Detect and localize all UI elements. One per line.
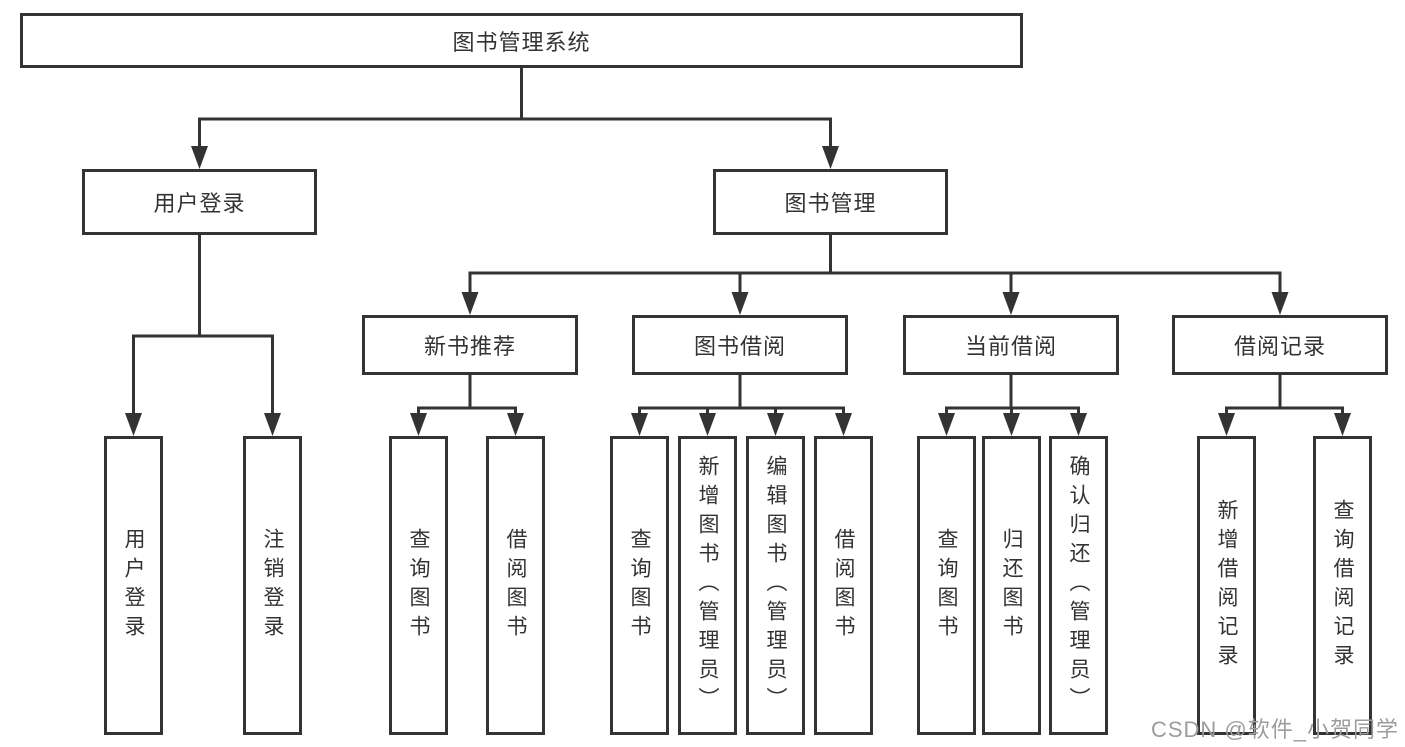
node-current-borrowing: 当前借阅 (903, 315, 1119, 375)
leaf-recommend-query-books: 查询图书 (389, 436, 448, 735)
node-new-book-recommendation: 新书推荐 (362, 315, 578, 375)
node-label: 图书管理 (784, 191, 877, 216)
leaf-label: 新增借阅记录 (1215, 498, 1238, 673)
leaf-label: 确认归还（管理员） (1067, 455, 1090, 716)
node-book-borrowing: 图书借阅 (632, 315, 848, 375)
node-label: 图书管理系统 (452, 29, 591, 55)
leaf-label: 编辑图书（管理员） (764, 455, 787, 716)
leaf-current-confirm-return-admin: 确认归还（管理员） (1049, 436, 1108, 735)
leaf-label: 用户登录 (122, 527, 145, 644)
node-borrowing-records: 借阅记录 (1172, 315, 1388, 375)
leaf-label: 查询图书 (628, 527, 651, 644)
leaf-current-return-books: 归还图书 (982, 436, 1041, 735)
leaf-user-login: 用户登录 (104, 436, 163, 735)
leaf-current-query-books: 查询图书 (917, 436, 976, 735)
leaf-label: 注销登录 (261, 527, 284, 644)
node-label: 用户登录 (153, 191, 246, 216)
leaf-label: 查询借阅记录 (1331, 498, 1354, 673)
node-book-management: 图书管理 (713, 169, 948, 235)
leaf-borrowing-borrow-books: 借阅图书 (814, 436, 873, 735)
leaf-label: 归还图书 (1000, 527, 1023, 644)
leaf-label: 借阅图书 (504, 527, 527, 644)
leaf-borrowing-edit-books-admin: 编辑图书（管理员） (746, 436, 805, 735)
leaf-label: 借阅图书 (832, 527, 855, 644)
node-library-management-system: 图书管理系统 (20, 13, 1023, 68)
leaf-recommend-borrow-books: 借阅图书 (486, 436, 545, 735)
csdn-watermark: CSDN @软件_小贺同学 (1150, 717, 1399, 742)
leaf-label: 查询图书 (935, 527, 958, 644)
leaf-borrowing-add-books-admin: 新增图书（管理员） (678, 436, 737, 735)
node-label: 新书推荐 (423, 334, 516, 359)
node-label: 借阅记录 (1233, 334, 1326, 359)
node-user-login: 用户登录 (82, 169, 317, 235)
leaf-records-add-record: 新增借阅记录 (1197, 436, 1256, 735)
leaf-borrowing-query-books: 查询图书 (610, 436, 669, 735)
leaf-label: 新增图书（管理员） (696, 455, 719, 716)
leaf-logout: 注销登录 (243, 436, 302, 735)
leaf-records-query-record: 查询借阅记录 (1313, 436, 1372, 735)
node-label: 当前借阅 (964, 334, 1057, 359)
node-label: 图书借阅 (693, 334, 786, 359)
leaf-label: 查询图书 (407, 527, 430, 644)
